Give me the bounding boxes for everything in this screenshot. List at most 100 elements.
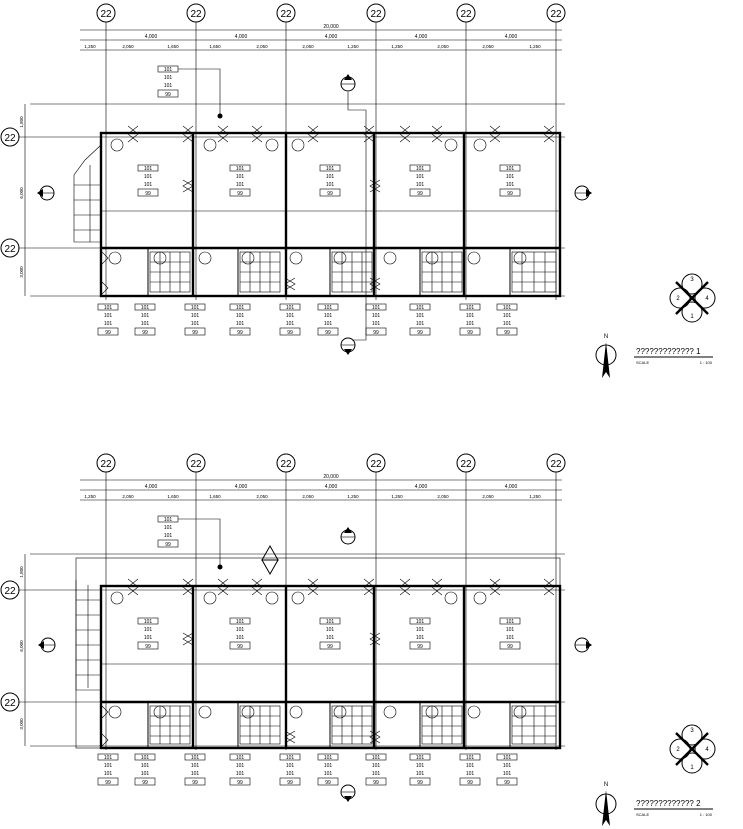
svg-text:3: 3 [690, 277, 694, 283]
svg-text:99: 99 [507, 644, 513, 650]
stair [75, 580, 101, 691]
svg-text:99: 99 [165, 542, 171, 548]
svg-text:101: 101 [326, 182, 335, 188]
grid-bubble: 22 [546, 3, 566, 23]
svg-text:101: 101 [236, 182, 245, 188]
svg-text:101: 101 [326, 627, 335, 633]
svg-text:99: 99 [237, 330, 243, 336]
drawing-title: ????????????? 2 SCALE 1 : 100 [634, 799, 713, 817]
svg-text:101: 101 [286, 755, 295, 761]
section-marker [340, 784, 356, 802]
svg-text:101: 101 [144, 166, 153, 172]
svg-text:101: 101 [191, 321, 200, 327]
section-marker [340, 527, 356, 545]
svg-text:101: 101 [236, 305, 245, 311]
grid-bubble: 22 [0, 127, 20, 147]
svg-text:????????????? 2: ????????????? 2 [636, 799, 701, 808]
svg-text:101: 101 [326, 635, 335, 641]
svg-text:4,000: 4,000 [415, 484, 428, 490]
svg-text:N: N [604, 782, 608, 788]
svg-text:SCALE: SCALE [636, 360, 649, 365]
dimension-lines: 20,000 4,000 4,000 4,000 4,000 4,000 1,2… [19, 24, 562, 296]
svg-text:99: 99 [237, 644, 243, 650]
doors [108, 138, 527, 265]
grid-bubble: 22 [276, 3, 296, 23]
section-marker [261, 544, 279, 576]
svg-text:101: 101 [141, 771, 150, 777]
floor-plan-2: 22 22 22 22 22 22 22 22 20,000 4,000 4,0… [0, 453, 716, 826]
svg-text:SCALE: SCALE [636, 812, 649, 817]
tiled-bathrooms [149, 251, 557, 293]
svg-text:101: 101 [324, 771, 333, 777]
svg-text:101: 101 [372, 321, 381, 327]
svg-text:1,800: 1,800 [19, 116, 24, 128]
svg-text:101: 101 [286, 313, 295, 319]
svg-text:99: 99 [192, 330, 198, 336]
svg-text:2: 2 [676, 296, 680, 302]
floor-plan-1: 22 22 22 22 22 22 22 22 20,000 4,000 4,0… [0, 3, 716, 378]
svg-text:101: 101 [416, 313, 425, 319]
svg-text:2,050: 2,050 [482, 44, 494, 49]
section-marker [340, 74, 356, 92]
dimension-lines: 20,000 4,000 4,000 4,000 4,000 4,000 1,2… [19, 474, 562, 746]
svg-text:101: 101 [141, 321, 150, 327]
leader-line [178, 68, 221, 116]
svg-text:99: 99 [467, 330, 473, 336]
svg-text:22: 22 [460, 459, 472, 470]
svg-text:101: 101 [286, 305, 295, 311]
svg-text:101: 101 [236, 771, 245, 777]
svg-text:22: 22 [4, 133, 16, 144]
grid-bubble: 22 [546, 453, 566, 473]
svg-text:101: 101 [164, 525, 173, 531]
windows [99, 125, 555, 297]
svg-text:101: 101 [104, 305, 113, 311]
svg-text:99: 99 [504, 330, 510, 336]
svg-text:101: 101 [372, 755, 381, 761]
svg-text:101: 101 [164, 533, 173, 539]
svg-text:22: 22 [370, 9, 382, 20]
column-grid-bubbles: 22 22 22 22 22 22 [96, 453, 566, 473]
svg-text:101: 101 [416, 174, 425, 180]
svg-text:1,250: 1,250 [84, 44, 96, 49]
svg-text:20,000: 20,000 [323, 24, 339, 30]
svg-text:3: 3 [690, 728, 694, 734]
svg-text:101: 101 [372, 763, 381, 769]
svg-text:101: 101 [324, 313, 333, 319]
svg-text:101: 101 [104, 763, 113, 769]
svg-text:101: 101 [104, 321, 113, 327]
svg-text:99: 99 [325, 330, 331, 336]
svg-text:101: 101 [141, 313, 150, 319]
svg-text:101: 101 [141, 755, 150, 761]
svg-text:101: 101 [503, 771, 512, 777]
svg-text:1: 1 [690, 314, 694, 320]
svg-text:22: 22 [370, 459, 382, 470]
svg-text:101: 101 [466, 305, 475, 311]
svg-text:101: 101 [144, 619, 153, 625]
svg-text:1,250: 1,250 [84, 494, 96, 499]
svg-text:2,050: 2,050 [437, 494, 449, 499]
svg-text:20,000: 20,000 [323, 474, 339, 480]
svg-text:101: 101 [141, 305, 150, 311]
windows [99, 578, 555, 749]
svg-text:101: 101 [324, 321, 333, 327]
svg-text:22: 22 [550, 9, 562, 20]
svg-text:4,000: 4,000 [235, 34, 248, 40]
svg-text:99: 99 [105, 330, 111, 336]
svg-text:22: 22 [4, 698, 16, 709]
grid-bubble: 22 [96, 453, 116, 473]
svg-text:4,000: 4,000 [145, 34, 158, 40]
svg-text:22: 22 [550, 459, 562, 470]
svg-text:101: 101 [164, 83, 173, 89]
